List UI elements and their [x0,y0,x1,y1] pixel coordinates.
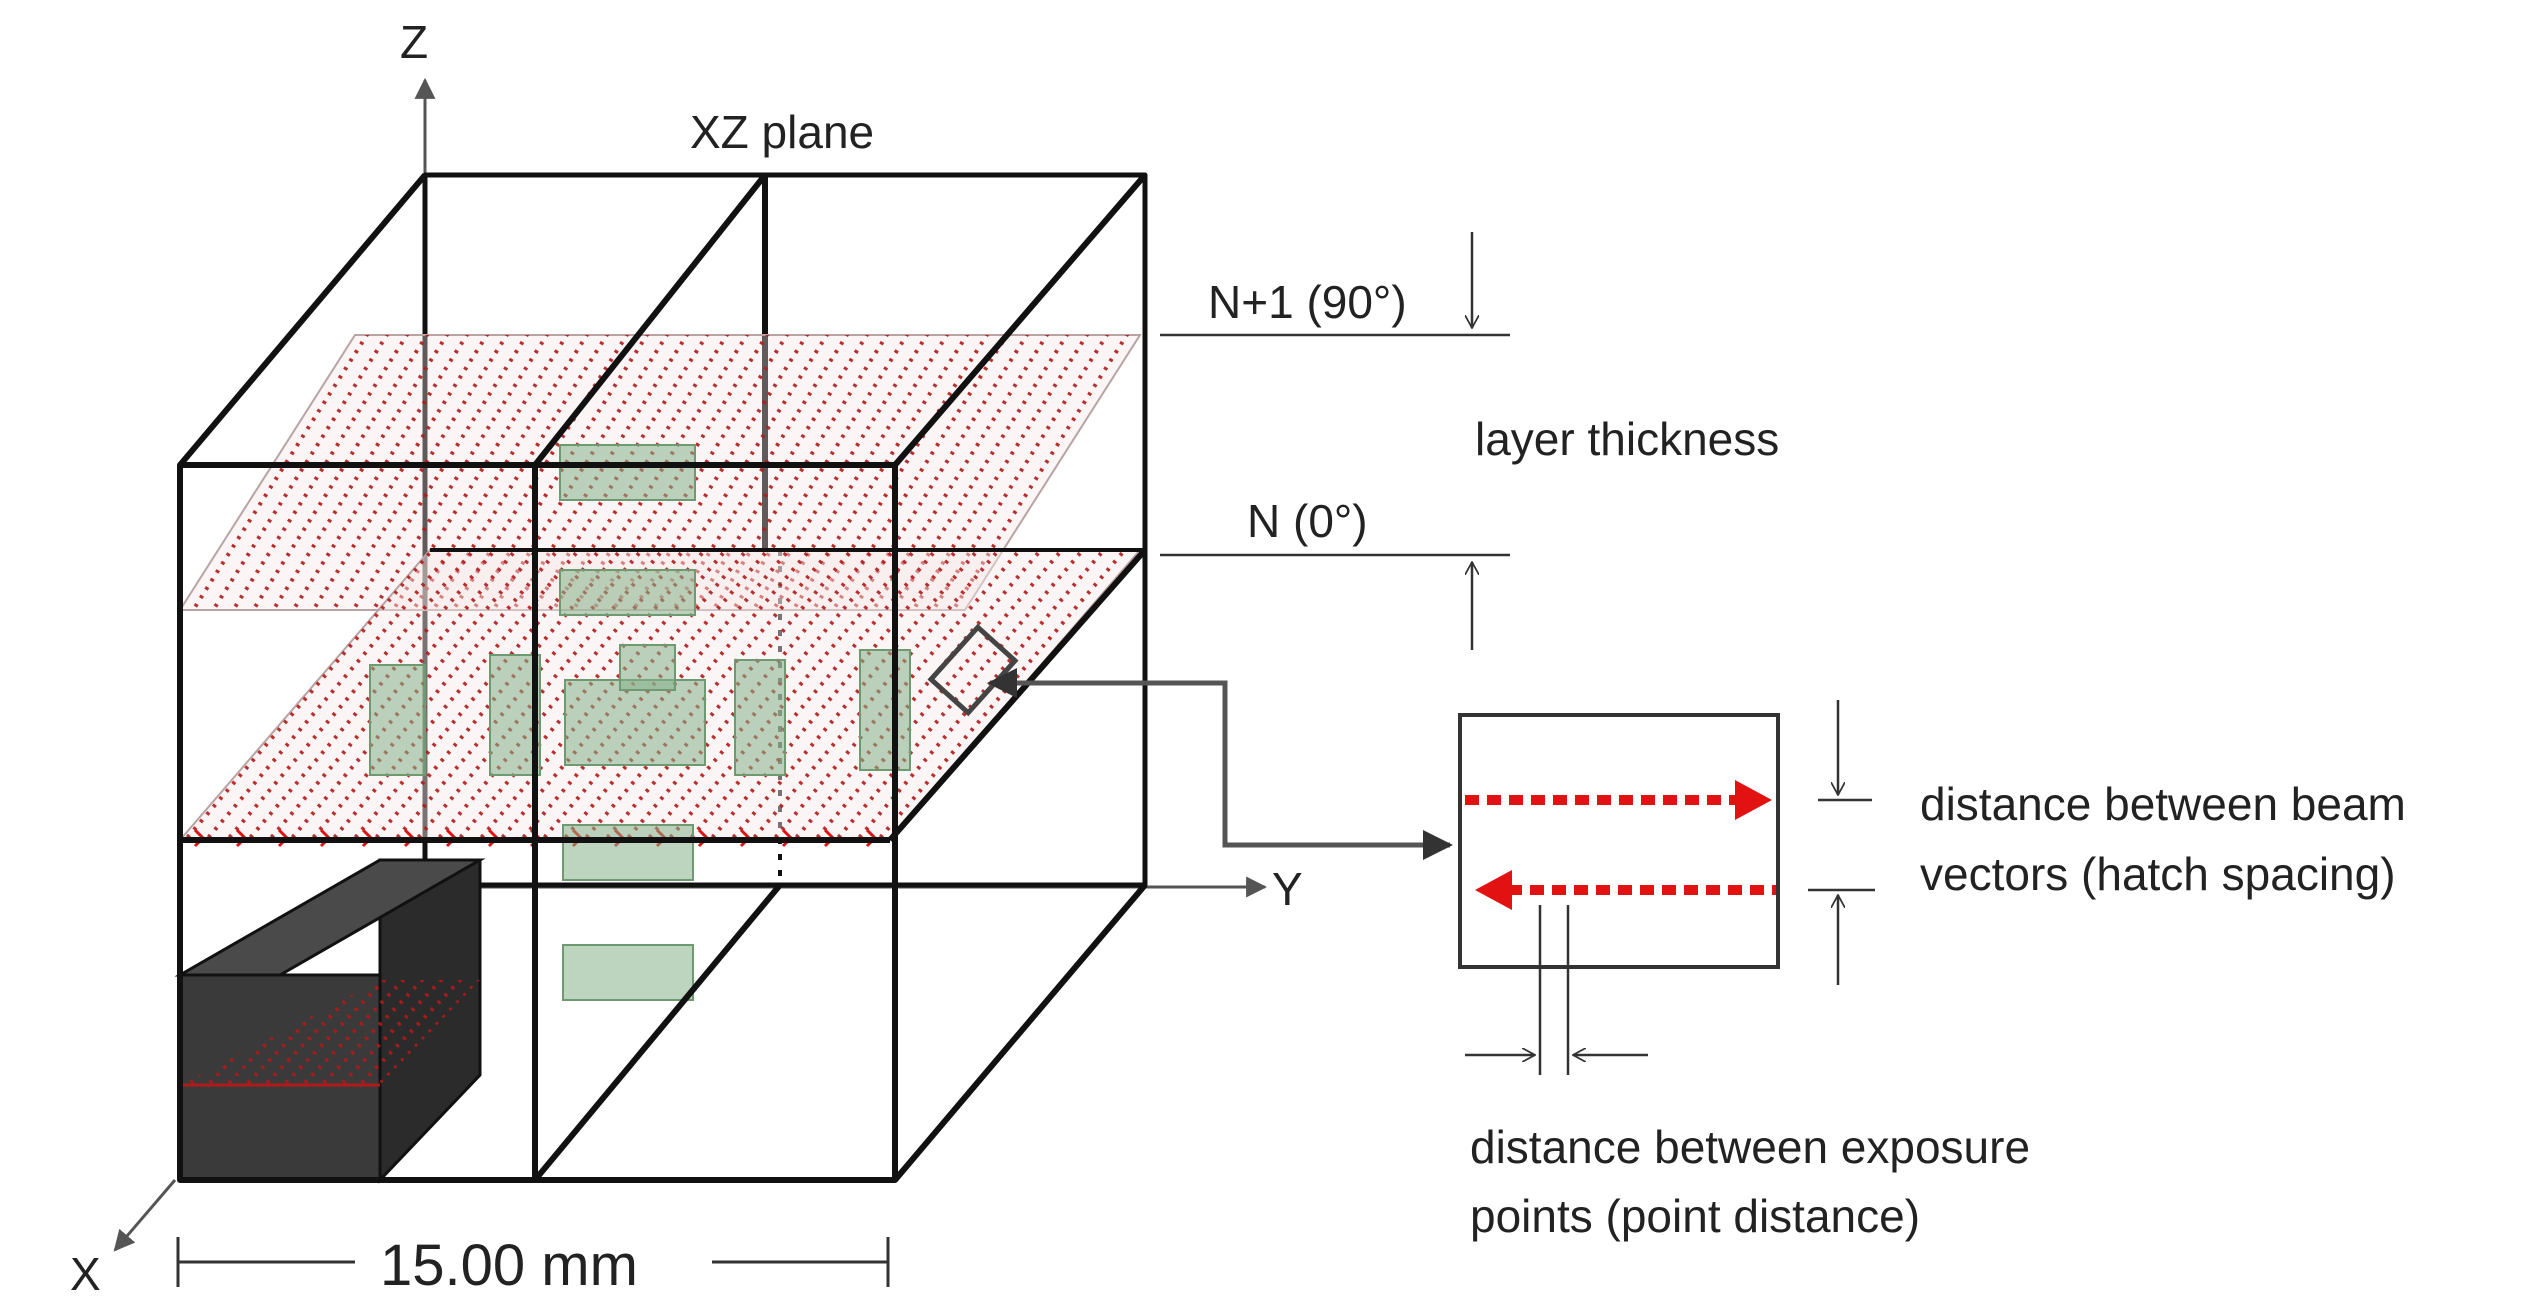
hatch-line [448,335,632,610]
hatch-line [888,335,1072,610]
hatch-line [508,335,692,610]
hatch-line [1124,550,1140,840]
hatch-line [328,335,512,610]
hatch-line [248,335,432,610]
hatch-line [388,335,572,610]
detail-inset [1458,713,1780,969]
hatch-line [808,335,992,610]
hatch-line [188,335,372,610]
hatch-line [348,335,532,610]
hatch-line [588,335,772,610]
hatch-line [368,335,552,610]
point-distance-label-line2: points (point distance) [1470,1190,1920,1242]
hatch-line [353,980,467,1085]
hatch-spacing-label-line2: vectors (hatch spacing) [1920,848,2396,900]
width-dimension: 15.00 mm [176,1233,890,1298]
hatch-line [372,980,480,1085]
hatch-line [568,335,752,610]
hatch-line [288,335,472,610]
hatch-line [277,980,391,1085]
hatch-line [548,335,732,610]
hatch-line [688,335,872,610]
hatch-line [668,335,852,610]
hatch-line [528,335,712,610]
layer-annotations: N+1 (90°) layer thickness N (0°) [1160,232,1779,650]
hatch-line [488,335,672,610]
layer-n-label: N (0°) [1247,495,1368,547]
point-distance-label-line1: distance between exposure [1470,1121,2030,1173]
hatch-line [334,980,448,1085]
hatch-line [908,335,1092,610]
specimens-in-layer [369,569,911,776]
layer-n-plus-1-label: N+1 (90°) [1208,276,1407,328]
hatch-line [948,335,1132,610]
hatch-line [848,335,1032,610]
hatch-line [308,335,492,610]
hatch-line [708,335,892,610]
solid-block [174,858,486,1184]
x-axis-label: X [70,1248,101,1300]
hatch-line [868,335,1052,610]
zoom-connector [927,623,1453,860]
y-axis-label: Y [1272,863,1303,915]
hatch-line [628,335,812,610]
hatch-line [468,335,652,610]
hatch-spacing-label-line1: distance between beam [1920,778,2406,830]
point-distance-dimension: distance between exposure points (point … [1465,905,2030,1242]
specimen [559,444,696,501]
hatch-line [296,980,410,1085]
hatch-line [428,335,612,610]
hatch-line [748,335,932,610]
layer-thickness-label: layer thickness [1475,413,1779,465]
hatch-line [408,335,592,610]
hatch-line [828,335,1012,610]
build-volume-front [177,173,1148,1183]
hatch-line [1082,550,1140,840]
hatch-line [268,335,452,610]
hatch-line [228,335,412,610]
lower-specimens [562,824,694,1001]
hatch-line [208,335,392,610]
hatch-line [768,335,952,610]
hatch-line [1147,545,1402,845]
xz-plane-label: XZ plane [690,106,874,158]
hatch-line [788,335,972,610]
hatch-line [315,980,429,1085]
layer-n-plus-1-plane [178,334,1142,611]
width-dimension-label: 15.00 mm [380,1233,638,1298]
hatch-line [608,335,792,610]
layer-n-plane [177,545,1402,848]
hatch-line [648,335,832,610]
hatch-spacing-dimension: distance between beam vectors (hatch spa… [1808,700,2406,985]
z-axis-label: Z [400,16,428,68]
hatch-line [928,335,1112,610]
hatch-line [728,335,912,610]
x-axis [113,1179,177,1252]
